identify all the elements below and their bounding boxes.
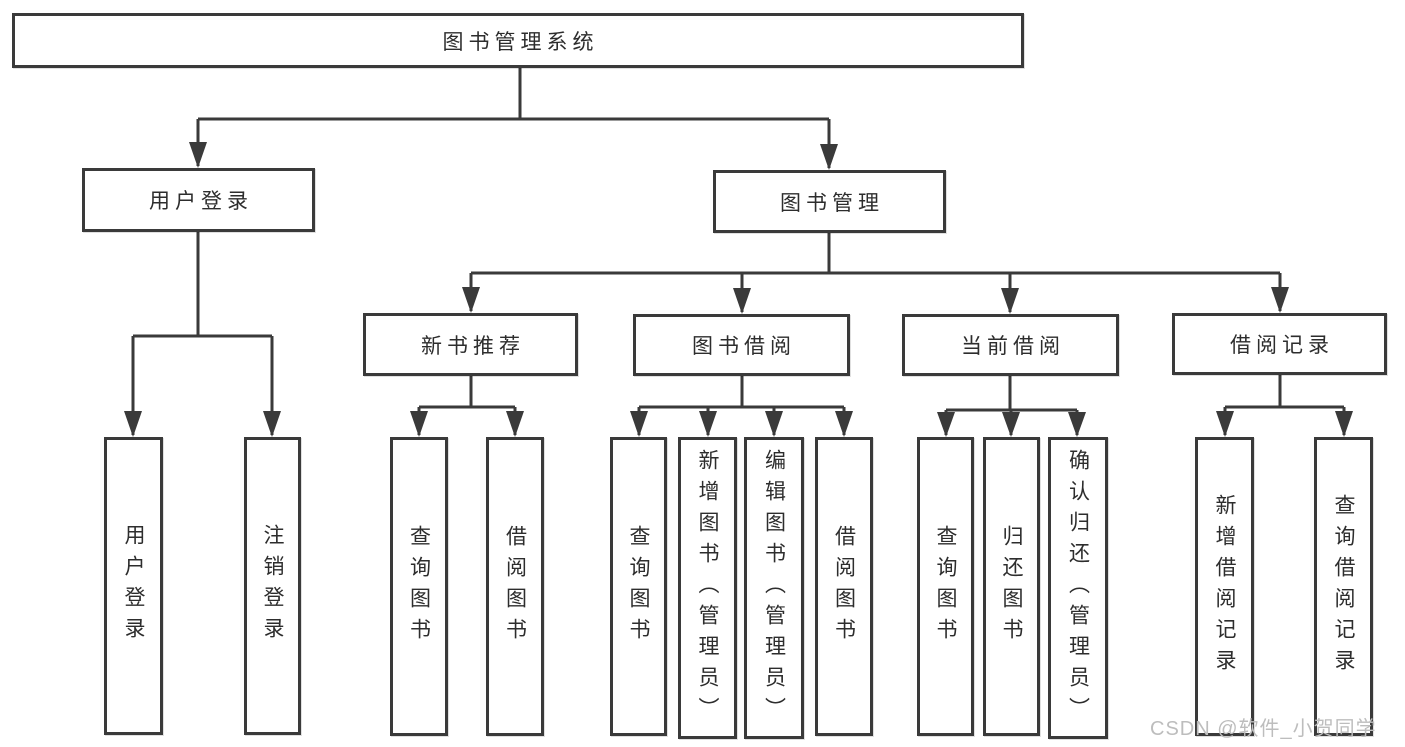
- leaf-query-books-borrowing: 查询图书: [610, 437, 667, 736]
- node-current-borrowing: 当前借阅: [902, 314, 1119, 376]
- node-book-borrowing: 图书借阅: [633, 314, 850, 376]
- leaf-return-books: 归还图书: [983, 437, 1040, 736]
- leaf-borrow-books: 借阅图书: [815, 437, 873, 736]
- leaf-user-login: 用户登录: [104, 437, 163, 735]
- leaf-edit-books-admin: 编辑图书（管理员）: [744, 437, 804, 739]
- node-user-login: 用户登录: [82, 168, 315, 232]
- leaf-logout: 注销登录: [244, 437, 301, 735]
- csdn-watermark: CSDN @软件_小贺同学: [1150, 718, 1377, 740]
- leaf-query-books-recommend: 查询图书: [390, 437, 448, 736]
- leaf-confirm-return-admin: 确认归还（管理员）: [1048, 437, 1108, 739]
- node-borrowing-records: 借阅记录: [1172, 313, 1387, 375]
- leaf-query-books-current: 查询图书: [917, 437, 974, 736]
- node-library-management-system: 图书管理系统: [12, 13, 1024, 68]
- node-new-book-recommend: 新书推荐: [363, 313, 578, 376]
- leaf-add-borrow-record: 新增借阅记录: [1195, 437, 1254, 736]
- leaf-query-borrow-record: 查询借阅记录: [1314, 437, 1373, 736]
- leaf-borrow-books-recommend: 借阅图书: [486, 437, 544, 736]
- leaf-add-books-admin: 新增图书（管理员）: [678, 437, 737, 739]
- node-book-management: 图书管理: [713, 170, 946, 233]
